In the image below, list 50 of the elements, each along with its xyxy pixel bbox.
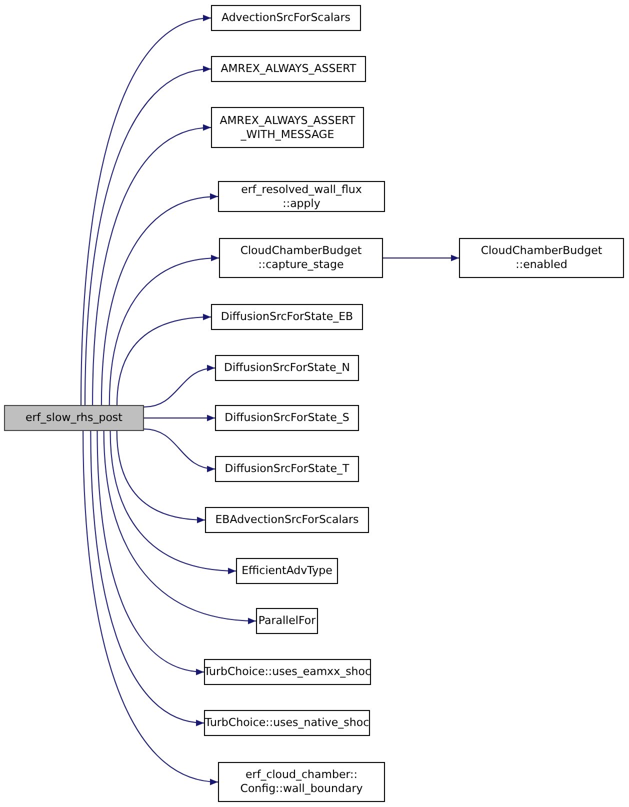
function-name: DiffusionSrcForState_S [224,411,350,425]
function-name: AMREX_ALWAYS_ASSERT [220,62,356,76]
function-box [219,238,383,278]
function-box [236,558,338,584]
function-box [211,107,364,148]
function-box [211,56,366,82]
function-box [211,5,361,31]
function-box-highlighted [4,405,144,431]
function-box [204,710,370,736]
arrow [116,314,212,406]
function-box [256,608,318,634]
function-name: erf_resolved_wall_flux ::apply [240,182,363,210]
arrow [82,430,218,784]
function-box [215,405,359,431]
function-box [218,762,385,802]
arrow [382,254,460,262]
function-name: CloudChamberBudget ::enabled [480,244,604,272]
arrow [103,430,256,624]
function-name: erf_slow_rhs_post [26,411,122,425]
function-name: DiffusionSrcForState_N [224,361,350,375]
arrow [80,16,212,406]
function-box [459,238,624,278]
function-name: EBAdvectionSrcForScalars [215,513,359,527]
function-name: TurbChoice::uses_eamxx_shoc [204,665,372,679]
function-name: AdvectionSrcForScalars [221,11,351,25]
arrow [92,125,212,406]
arrow [144,428,216,472]
arrow [144,414,216,422]
arrow [90,430,204,726]
function-box [204,659,371,685]
function-box [215,456,359,482]
arrow [84,66,212,406]
function-name: ParallelFor [258,614,316,628]
function-name: DiffusionSrcForState_EB [220,310,354,324]
function-name: AMREX_ALWAYS_ASSERT _WITH_MESSAGE [218,114,356,142]
function-name: DiffusionSrcForState_T [224,462,350,476]
function-box [205,507,369,533]
function-name: CloudChamberBudget ::capture_stage [239,244,363,272]
function-box [218,181,385,212]
arrow [96,430,204,674]
function-box [215,355,359,381]
arrow [108,255,220,406]
function-name: TurbChoice::uses_native_shoc [204,716,370,730]
arrow [116,430,206,523]
arrow [110,430,236,574]
function-name: erf_cloud_chamber:: Config::wall_boundary [239,768,364,796]
function-name: EfficientAdvType [242,564,332,578]
arrow [144,366,216,408]
arrow [100,194,218,406]
function-box [211,304,363,330]
